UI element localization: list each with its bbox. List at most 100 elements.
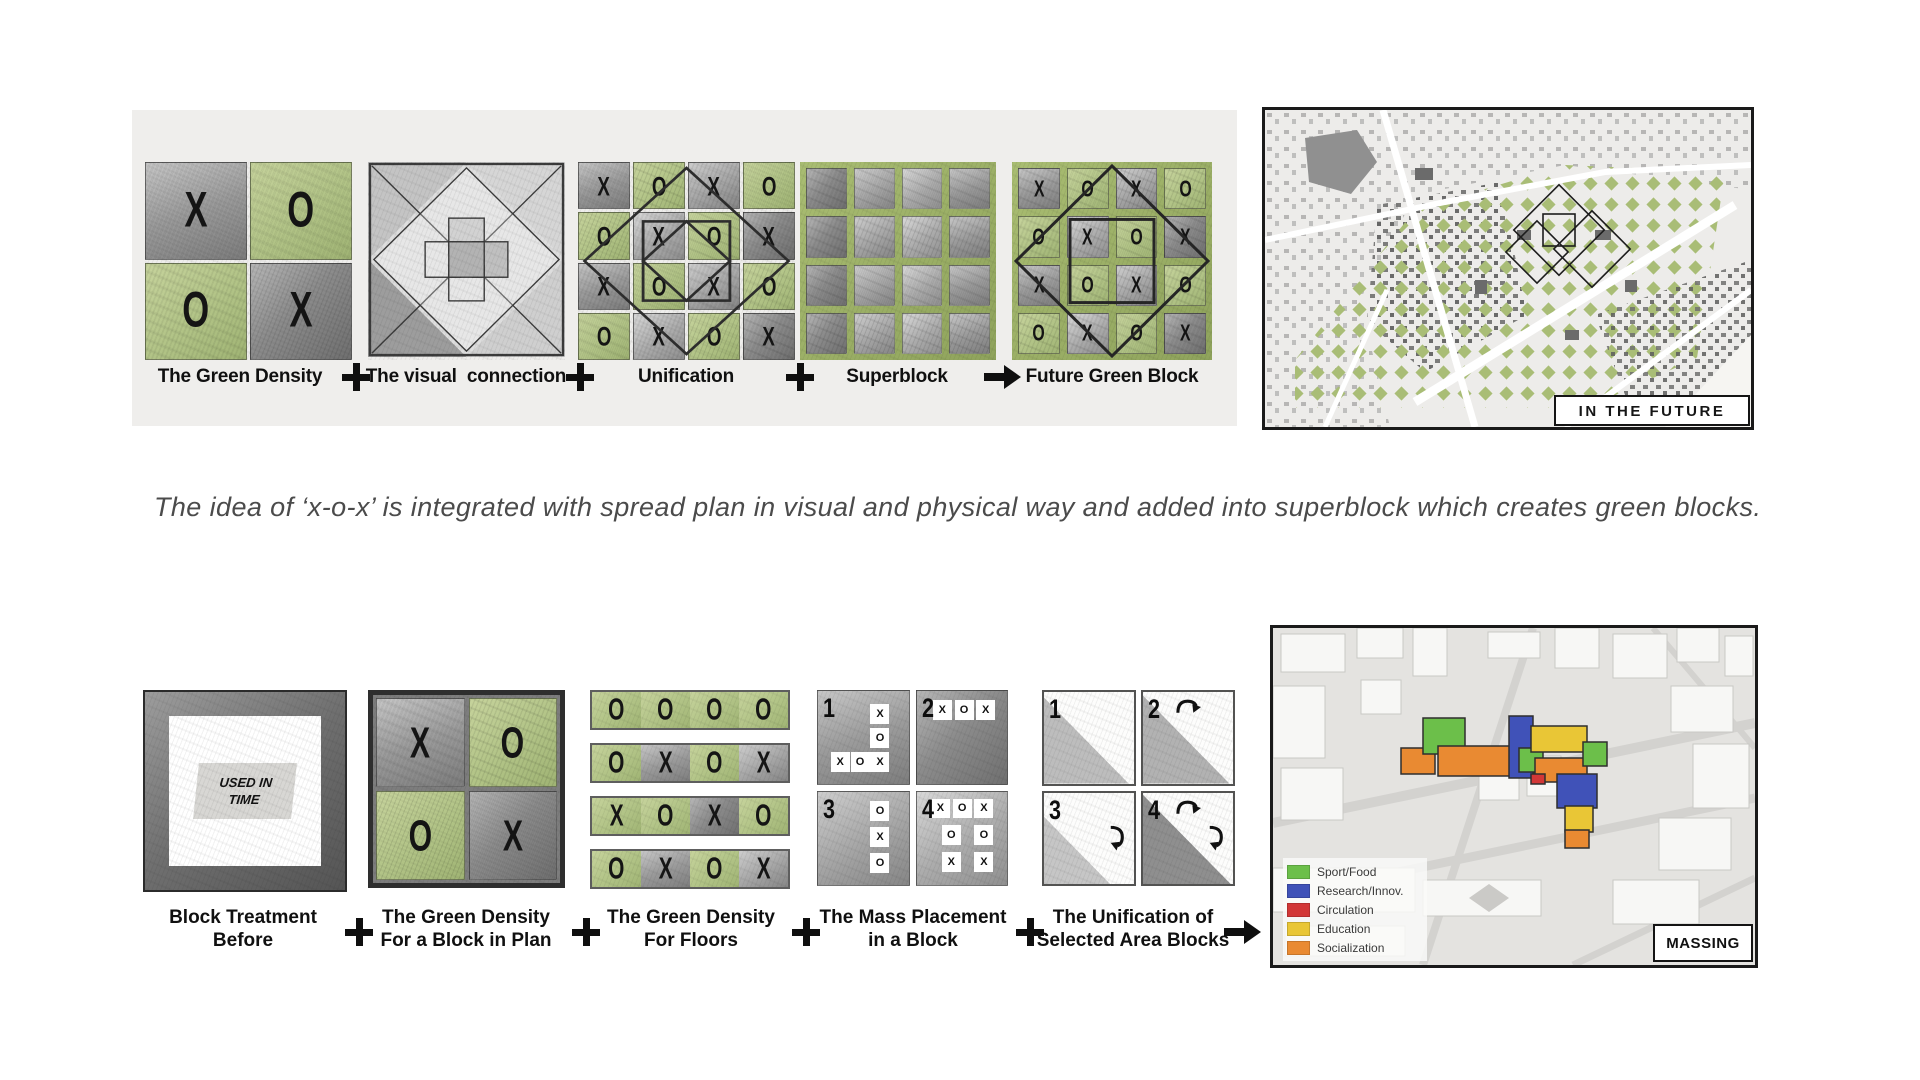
- xo-cell: O: [641, 692, 690, 728]
- area-triangle: [1044, 697, 1129, 784]
- xo-cell: X: [578, 162, 630, 210]
- mass-tile: X: [870, 752, 890, 772]
- xo-cell: X: [468, 791, 557, 880]
- mass-tile: O: [850, 752, 870, 772]
- xo-cell: O: [739, 798, 788, 834]
- legend-label: Socialization: [1317, 940, 1385, 955]
- legend-item: Education: [1287, 919, 1423, 938]
- xo-cell: X: [739, 851, 788, 887]
- quadrant-number: 1: [1049, 694, 1062, 724]
- quadrant-number: 3: [823, 794, 836, 824]
- city-map-illustration: IN THE FUTURE: [1265, 110, 1751, 427]
- superblock-cell: [901, 264, 943, 306]
- mass-tile: O: [941, 825, 961, 845]
- rotate-arrow-icon: [1175, 697, 1202, 715]
- area-triangle: [1143, 695, 1230, 784]
- superblock-cell: [853, 168, 895, 210]
- diagram-unification-selected-blocks: 1 2 3 4: [1042, 690, 1235, 886]
- quadrant-number: 3: [1049, 794, 1062, 825]
- rotate-arrow-icon: [1208, 825, 1226, 852]
- xo-cell: X: [690, 798, 739, 834]
- step-label-unification-selected: The Unification of Selected Area Blocks: [1036, 907, 1230, 951]
- xo-cell: X: [578, 262, 630, 310]
- legend-label: Education: [1317, 921, 1371, 936]
- xo-cell: X: [743, 212, 795, 260]
- superblock-cell: [806, 264, 847, 306]
- legend-item: Sport/Food: [1287, 862, 1423, 881]
- superblock-cell: [901, 168, 943, 210]
- quadrant-number: 2: [921, 693, 934, 723]
- mass-tile: O: [870, 801, 890, 821]
- quadrant-number: 4: [921, 794, 934, 824]
- quadrant-number: 4: [1148, 794, 1161, 825]
- mass-tile: O: [954, 700, 974, 720]
- xo-cell: X: [743, 312, 795, 360]
- legend-swatch: [1287, 883, 1310, 898]
- xo-cell: O: [690, 745, 739, 781]
- xo-cell: O: [1115, 312, 1158, 354]
- superblock-cell: [853, 264, 895, 306]
- plus-icon: [1016, 918, 1044, 946]
- xo-cell: X: [1115, 168, 1158, 210]
- xo-cell: O: [1018, 216, 1060, 258]
- area-triangle: [1143, 794, 1232, 884]
- unify-quadrant: 1: [1042, 690, 1136, 786]
- xo-cell: O: [1115, 216, 1158, 258]
- map-caption-box: IN THE FUTURE: [1554, 395, 1750, 426]
- program-mass-blocks: [1400, 715, 1608, 849]
- xo-cell: O: [1164, 168, 1206, 210]
- superblock-cell: [853, 312, 895, 354]
- xo-cell: O: [1164, 264, 1206, 306]
- legend-swatch: [1287, 940, 1310, 955]
- xo-cell: O: [1018, 312, 1060, 354]
- superblock-cell: [806, 216, 847, 258]
- legend-swatch: [1287, 902, 1310, 917]
- superblock-cell: [949, 312, 990, 354]
- step-label-superblock: Superblock: [846, 366, 948, 387]
- step-label-block-treatment: Block Treatment Before: [169, 907, 317, 951]
- mass-tile: O: [952, 798, 972, 819]
- xo-cell: X: [1018, 264, 1060, 306]
- area-triangle: [1044, 816, 1111, 884]
- step-label-green-density: The Green Density: [157, 366, 323, 387]
- xo-cell: X: [739, 745, 788, 781]
- diagram-visual-connection: [368, 162, 565, 360]
- plus-icon: [342, 363, 370, 391]
- superblock-cell: [949, 216, 990, 258]
- superblock-cell: [901, 216, 943, 258]
- legend-label: Sport/Food: [1317, 864, 1377, 879]
- mass-tile: X: [974, 798, 994, 819]
- xo-cell: O: [592, 851, 641, 887]
- xo-cell: O: [592, 745, 641, 781]
- xo-cell: X: [1115, 264, 1158, 306]
- xo-cell: X: [1018, 168, 1060, 210]
- xo-cell: X: [688, 162, 740, 210]
- superblock-cell: [806, 312, 847, 354]
- xo-cell: X: [633, 212, 685, 260]
- superblock-cell: [949, 264, 990, 306]
- xo-cell: O: [641, 798, 690, 834]
- xo-cell: X: [1066, 312, 1109, 354]
- block-interior: USED IN TIME: [169, 716, 321, 866]
- xo-cell: X: [641, 745, 690, 781]
- xo-cell: O: [376, 791, 465, 880]
- unify-quadrant: 2: [1141, 690, 1235, 786]
- xo-cell: O: [1066, 168, 1109, 210]
- superblock-cell: [901, 312, 943, 354]
- mass-tile: X: [974, 852, 994, 872]
- xo-cell: X: [145, 162, 247, 260]
- quadrant-number: 1: [823, 693, 836, 723]
- xo-cell: O: [688, 312, 740, 360]
- mass-tile: X: [932, 700, 952, 720]
